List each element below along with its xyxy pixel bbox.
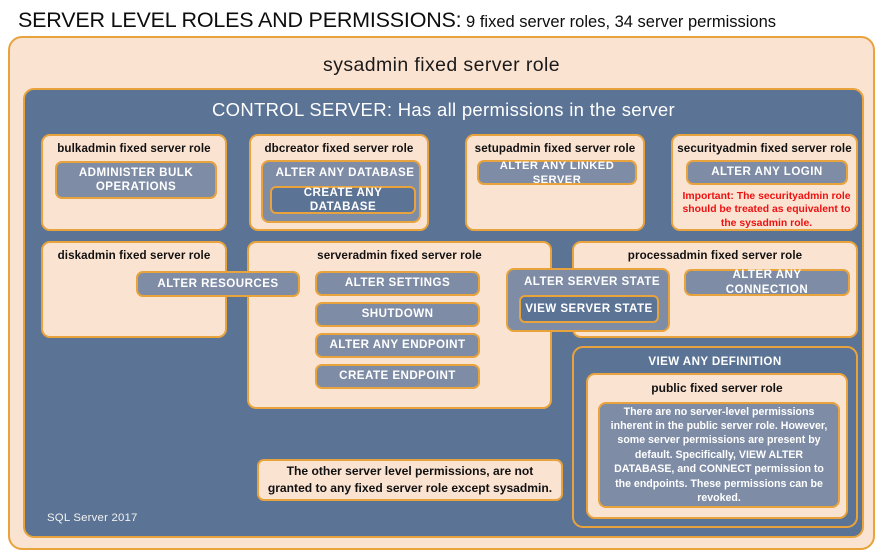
permission-alter-server-state-label: ALTER SERVER STATE [523, 274, 661, 288]
control-server-label: CONTROL SERVER: Has all permissions in t… [212, 99, 675, 120]
role-label-bulkadmin: bulkadmin fixed server role [57, 142, 211, 155]
role-label-processadmin: processadmin fixed server role [627, 249, 803, 262]
permission-shutdown[interactable]: SHUTDOWN [315, 302, 480, 327]
role-card-dbcreator: dbcreator fixed server role ALTER ANY DA… [249, 134, 429, 231]
other-permissions-note: The other server level permissions, are … [257, 459, 563, 501]
permission-create-endpoint[interactable]: CREATE ENDPOINT [315, 364, 480, 389]
permission-alter-any-endpoint[interactable]: ALTER ANY ENDPOINT [315, 333, 480, 358]
permission-alter-any-database[interactable]: ALTER ANY DATABASE CREATE ANY DATABASE [261, 160, 421, 223]
role-label-securityadmin: securityadmin fixed server role [677, 142, 852, 155]
page-title-rest: 9 fixed server roles, 34 server permissi… [461, 13, 776, 31]
page-title-strong: SERVER LEVEL ROLES AND PERMISSIONS: [18, 8, 462, 32]
role-card-public: public fixed server role There are no se… [586, 373, 848, 519]
permission-alter-resources[interactable]: ALTER RESOURCES [136, 271, 300, 297]
footer-product-label: SQL Server 2017 [47, 512, 138, 524]
role-card-serveradmin: serveradmin fixed server role ALTER SETT… [247, 241, 552, 409]
permission-alter-settings[interactable]: ALTER SETTINGS [315, 271, 480, 296]
role-card-securityadmin: securityadmin fixed server role ALTER AN… [671, 134, 858, 231]
permission-view-any-definition-container: VIEW ANY DEFINITION public fixed server … [572, 346, 858, 528]
permission-alter-server-state[interactable]: ALTER SERVER STATE VIEW SERVER STATE [506, 268, 670, 332]
securityadmin-warning-note: Important: The securityadmin role should… [682, 191, 851, 229]
permission-alter-any-login[interactable]: ALTER ANY LOGIN [686, 160, 848, 185]
permission-view-server-state[interactable]: VIEW SERVER STATE [519, 295, 659, 323]
sysadmin-role-container: sysadmin fixed server role CONTROL SERVE… [8, 36, 875, 550]
role-card-setupadmin: setupadmin fixed server role ALTER ANY L… [465, 134, 645, 231]
permission-administer-bulk-operations[interactable]: ADMINISTER BULK OPERATIONS [55, 161, 217, 199]
permission-alter-any-connection[interactable]: ALTER ANY CONNECTION [684, 268, 850, 296]
permission-alter-any-database-label: ALTER ANY DATABASE [275, 166, 415, 180]
role-label-dbcreator: dbcreator fixed server role [264, 142, 414, 155]
sysadmin-role-label: sysadmin fixed server role [323, 54, 560, 76]
role-label-setupadmin: setupadmin fixed server role [474, 142, 636, 155]
role-label-diskadmin: diskadmin fixed server role [57, 249, 211, 262]
permission-create-any-database[interactable]: CREATE ANY DATABASE [270, 186, 416, 214]
role-label-serveradmin: serveradmin fixed server role [317, 249, 482, 262]
role-card-bulkadmin: bulkadmin fixed server role ADMINISTER B… [41, 134, 227, 231]
role-label-public: public fixed server role [651, 381, 783, 395]
public-role-description: There are no server-level permissions in… [598, 402, 840, 508]
permission-alter-any-linked-server[interactable]: ALTER ANY LINKED SERVER [477, 160, 637, 186]
permission-view-any-definition-label: VIEW ANY DEFINITION [648, 355, 782, 368]
control-server-container: CONTROL SERVER: Has all permissions in t… [23, 88, 864, 538]
page-title: SERVER LEVEL ROLES AND PERMISSIONS: 9 fi… [18, 8, 868, 36]
